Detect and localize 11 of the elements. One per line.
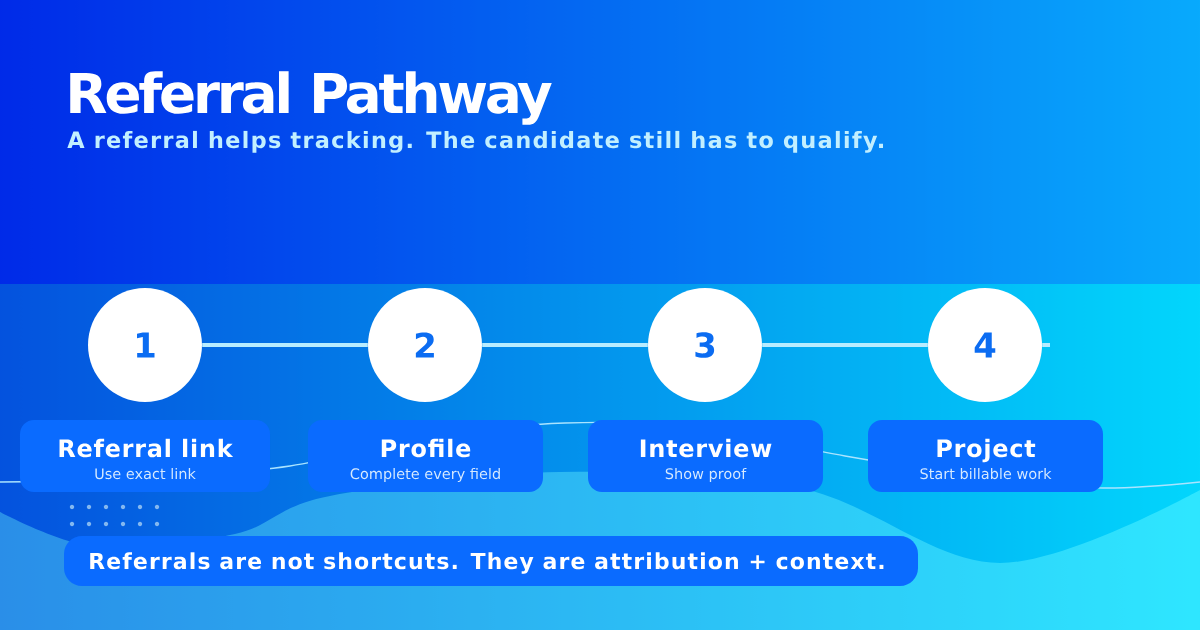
step-card: Interview Show proof bbox=[588, 420, 823, 492]
step-card: Profile Complete every field bbox=[308, 420, 543, 492]
note-banner: Referrals are not shortcuts. They are attribution + context. bbox=[64, 536, 918, 586]
connector-line bbox=[1042, 343, 1050, 347]
connector-line bbox=[202, 343, 368, 347]
step-card: Referral link Use exact link bbox=[20, 420, 270, 492]
title: Referral Pathway bbox=[70, 71, 552, 125]
step-card: Project Start billable work bbox=[868, 420, 1103, 492]
subtitle: A referral helps tracking. The candidate still has to qualify. bbox=[67, 130, 883, 153]
connector-line bbox=[482, 343, 648, 347]
connector-line bbox=[762, 343, 928, 347]
